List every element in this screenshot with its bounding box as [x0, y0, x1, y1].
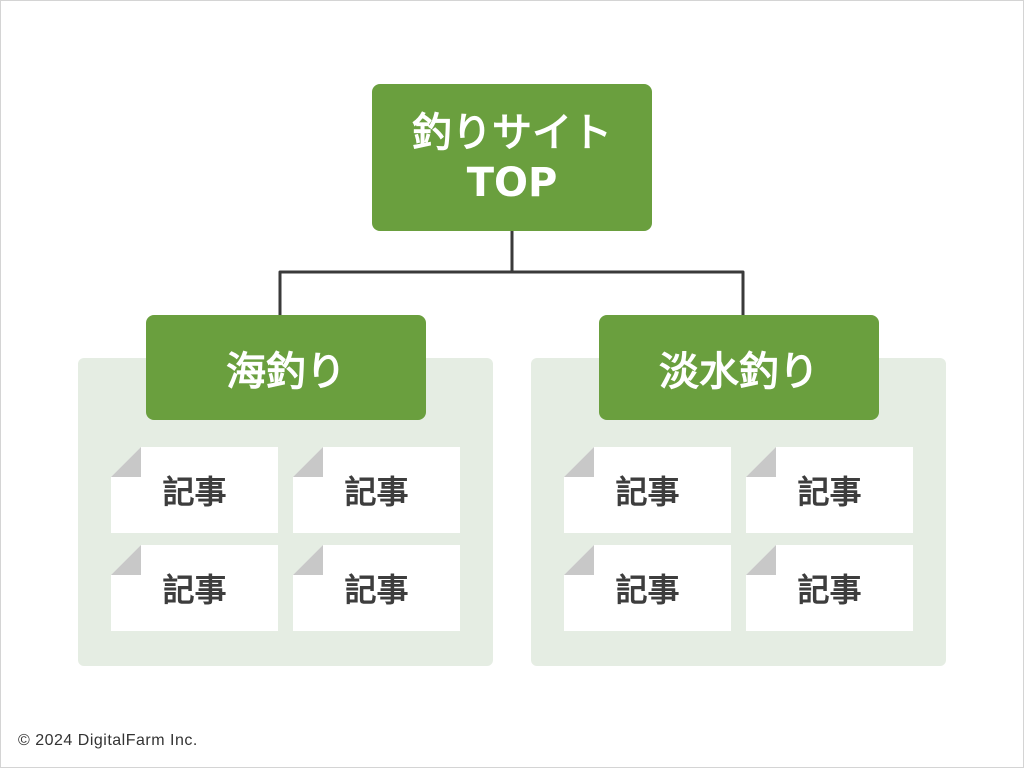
article-label: 記事 — [615, 571, 680, 609]
connector-line — [278, 231, 514, 315]
article-label: 記事 — [615, 473, 680, 511]
article-label: 記事 — [162, 473, 227, 511]
article-card: 記事 — [293, 447, 460, 533]
article-label: 記事 — [797, 571, 862, 609]
article-label: 記事 — [162, 571, 227, 609]
category-node-freshwater: 淡水釣り — [599, 315, 879, 420]
root-node-title: 釣りサイト — [412, 109, 612, 156]
category-label: 淡水釣り — [659, 348, 819, 395]
root-node: 釣りサイト TOP — [372, 84, 652, 231]
article-label: 記事 — [344, 473, 409, 511]
copyright-text: © 2024 DigitalFarm Inc. — [18, 732, 198, 749]
category-node-sea: 海釣り — [146, 315, 426, 420]
article-label: 記事 — [797, 473, 862, 511]
root-node-subtitle: TOP — [466, 159, 558, 206]
connector-line — [512, 270, 745, 315]
category-label: 海釣り — [226, 348, 346, 395]
article-label: 記事 — [344, 571, 409, 609]
article-card: 記事 — [111, 447, 278, 533]
